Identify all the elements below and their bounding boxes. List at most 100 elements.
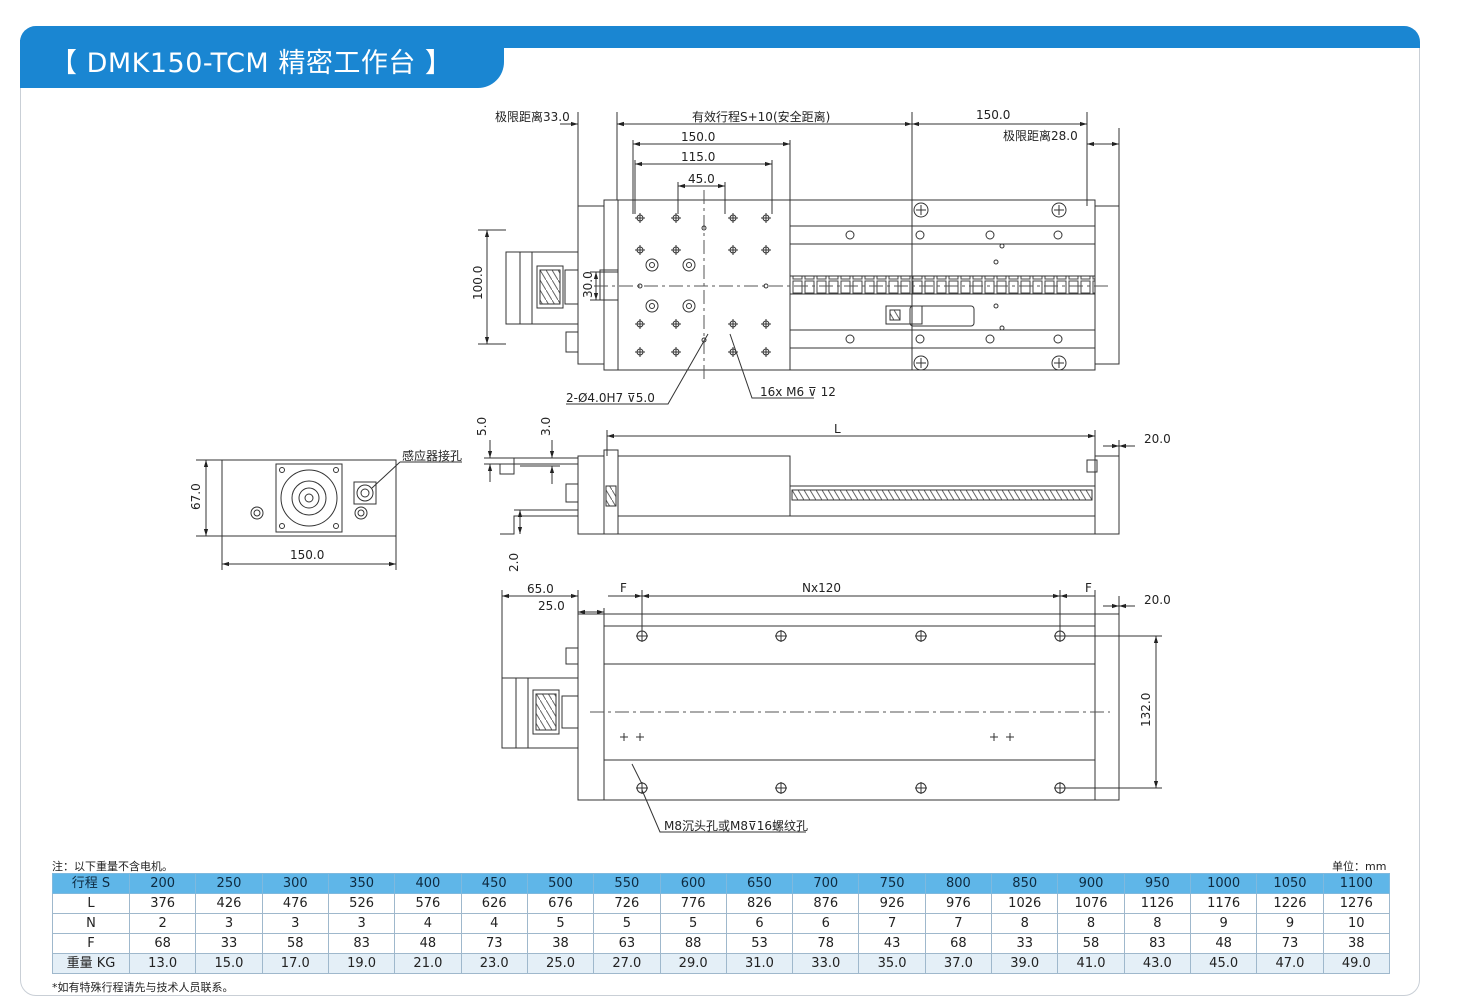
end-view <box>221 459 462 537</box>
table-cell: 600 <box>659 873 727 894</box>
row-label: N <box>52 913 130 934</box>
hole-crosshair <box>1054 205 1064 215</box>
table-cell: 426 <box>195 893 263 914</box>
dim-67: 67.0 <box>189 483 203 510</box>
dim-F-right: F <box>1085 581 1092 595</box>
row-label: 重量 KG <box>52 953 130 974</box>
hole-crosshair <box>635 245 645 255</box>
table-cell: 43 <box>858 933 926 954</box>
dim-115: 115.0 <box>681 150 715 164</box>
table-cell: 48 <box>1189 933 1258 954</box>
ball-screw <box>789 275 1096 295</box>
table-cell: 68 <box>128 933 197 954</box>
hole-crosshair <box>761 245 771 255</box>
table-cell: 726 <box>593 893 661 914</box>
hole-crosshair <box>671 319 681 329</box>
table-cell: 25.0 <box>526 953 595 974</box>
hole-inner <box>686 262 692 268</box>
hole-crosshair <box>728 319 738 329</box>
title-tab <box>20 40 504 88</box>
table-cell: 476 <box>261 893 329 914</box>
table-cell: 45.0 <box>1189 953 1258 974</box>
small-hole <box>637 283 643 289</box>
motor-coupling <box>536 265 564 309</box>
counterbore-hole <box>645 299 659 313</box>
table-cell: 63 <box>593 933 661 954</box>
table-cell: 4 <box>460 913 528 934</box>
sensor-port <box>353 481 377 505</box>
table-cell: 78 <box>792 933 860 954</box>
hole-crosshair <box>636 733 644 741</box>
base-mount-holes <box>845 202 1067 371</box>
hole-crosshair <box>761 347 771 357</box>
sensor-port-label: 感应器接孔 <box>402 448 462 463</box>
table-cell: 3 <box>195 913 263 934</box>
table-cell: 53 <box>725 933 794 954</box>
dim-65: 65.0 <box>527 582 554 596</box>
sensor-connector <box>565 331 579 353</box>
hole-crosshair <box>775 782 787 794</box>
hole-crosshair <box>671 213 681 223</box>
table-cell: 33 <box>991 933 1059 954</box>
table-cell: 6 <box>792 913 860 934</box>
table-cell: 550 <box>593 873 661 894</box>
dim-150-top: 150.0 <box>681 130 715 144</box>
table-cell: 3 <box>327 913 396 934</box>
table-cell: 7 <box>858 913 926 934</box>
hole-crosshair <box>990 733 998 741</box>
dim-150-right: 150.0 <box>976 108 1010 122</box>
table-cell: 250 <box>195 873 263 894</box>
rail-bolt <box>845 334 855 344</box>
table-cell: 15.0 <box>195 953 263 974</box>
hole-inner <box>649 303 655 309</box>
table-cell: 676 <box>526 893 595 914</box>
dim-Nx120: Nx120 <box>802 581 841 595</box>
table-cell: 950 <box>1123 873 1192 894</box>
table-cell: 850 <box>991 873 1059 894</box>
table-cell: 8 <box>1057 913 1125 934</box>
hole-crosshair <box>915 782 927 794</box>
table-cell: 10 <box>1322 913 1391 934</box>
dim-5: 5.0 <box>475 417 489 436</box>
table-cell: 500 <box>526 873 595 894</box>
dim-stroke: 有效行程S+10(安全距离) <box>692 109 830 124</box>
bottom-view-dimensions <box>501 590 1162 789</box>
table-cell: 1100 <box>1322 873 1391 894</box>
table-cell: 83 <box>1123 933 1192 954</box>
counterbore-hole <box>682 258 696 272</box>
side-base <box>617 515 1096 535</box>
table-cell: 1126 <box>1123 893 1192 914</box>
weight-note: 注：以下重量不含电机。 <box>52 860 173 873</box>
row-label: L <box>52 893 130 914</box>
rail-bolt <box>845 230 855 240</box>
table-cell: 876 <box>792 893 860 914</box>
dim-45: 45.0 <box>688 172 715 186</box>
hole-crosshair <box>635 319 645 329</box>
hole-crosshair <box>1006 733 1014 741</box>
hole-crosshair <box>1054 358 1064 368</box>
rail-bolt <box>985 230 995 240</box>
small-hole <box>763 283 769 289</box>
hole-crosshair <box>620 733 628 741</box>
bottom-mount-holes <box>620 630 1066 794</box>
table-cell: 750 <box>858 873 926 894</box>
table-cell: 1050 <box>1256 873 1324 894</box>
base-bolt-hole <box>1051 202 1067 218</box>
hole-crosshair <box>636 630 648 642</box>
small-hole <box>999 325 1005 331</box>
end-view-body <box>221 459 397 537</box>
dim-3: 3.0 <box>539 417 553 436</box>
bottom-view <box>501 613 1120 833</box>
small-hole <box>701 225 707 231</box>
small-hole <box>993 259 999 265</box>
table-cell: 450 <box>460 873 528 894</box>
table-cell: 826 <box>725 893 794 914</box>
dim-limit-left: 极限距离33.0 <box>495 109 570 124</box>
table-cell: 33.0 <box>792 953 860 974</box>
dim-F-left: F <box>620 581 627 595</box>
table-cell: 5 <box>659 913 727 934</box>
